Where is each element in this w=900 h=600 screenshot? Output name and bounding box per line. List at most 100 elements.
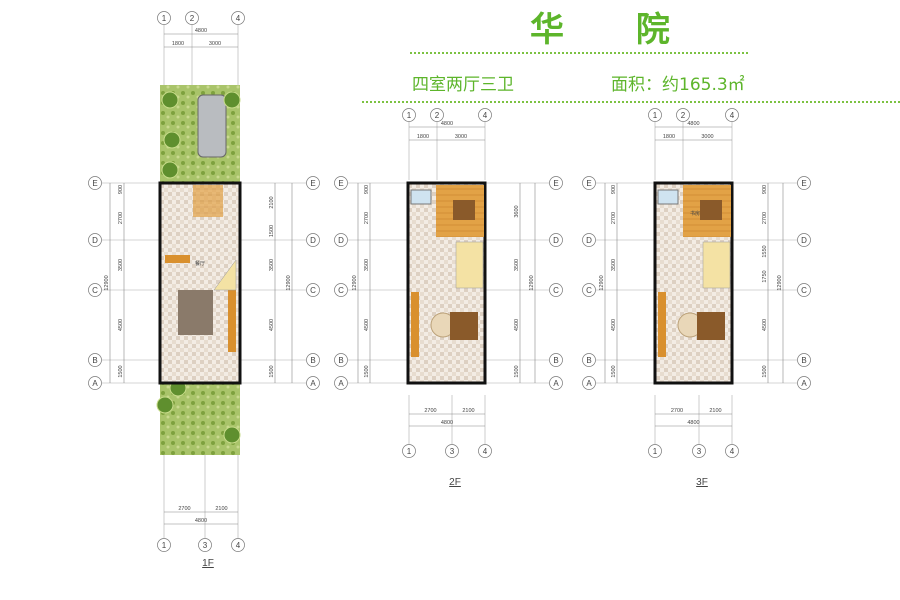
right-dimension: 4500 <box>514 319 520 331</box>
dining-table <box>165 255 190 263</box>
axis-label: D <box>338 236 344 245</box>
column-axis-3: 3 <box>445 444 459 458</box>
staircase <box>213 259 237 291</box>
axis-bubble <box>306 233 320 247</box>
row-axis-left-B: B <box>582 353 596 367</box>
axis-bubble <box>648 444 662 458</box>
column-axis-1: 1 <box>648 444 662 458</box>
axis-label: A <box>801 379 807 388</box>
axis-bubble <box>334 283 348 297</box>
axis-bubble <box>797 176 811 190</box>
shrub-icon <box>223 91 241 109</box>
axis-label: 1 <box>162 541 167 550</box>
right-dimension: 1500 <box>269 225 275 237</box>
axis-bubble <box>88 176 102 190</box>
axis-label: E <box>801 179 806 188</box>
bottom-dimension: 2700 <box>671 408 683 414</box>
axis-label: B <box>801 356 806 365</box>
top-dimension: 1800 <box>417 134 429 140</box>
axis-bubble <box>157 538 171 552</box>
top-total-dimension: 4800 <box>441 121 453 127</box>
axis-label: 2 <box>681 111 686 120</box>
left-dimension: 1500 <box>611 365 617 377</box>
axis-bubble <box>725 444 739 458</box>
row-axis-left-D: D <box>88 233 102 247</box>
bed-icon <box>450 312 478 340</box>
left-dimension: 4500 <box>611 319 617 331</box>
top-dimension: 3000 <box>701 134 713 140</box>
axis-label: 4 <box>236 541 241 550</box>
bathtub-icon <box>657 189 679 205</box>
row-axis-left-B: B <box>334 353 348 367</box>
axis-bubble <box>430 108 444 122</box>
left-dimension: 2700 <box>118 212 124 224</box>
axis-label: C <box>553 286 559 295</box>
right-dimension: 1500 <box>514 365 520 377</box>
axis-bubble <box>478 108 492 122</box>
column-axis-4: 4 <box>478 108 492 122</box>
bottom-dimension: 2700 <box>424 408 436 414</box>
shrub-icon <box>163 131 181 149</box>
axis-bubble <box>797 283 811 297</box>
axis-label: 4 <box>483 111 488 120</box>
axis-bubble <box>88 233 102 247</box>
axis-bubble <box>582 176 596 190</box>
shrub-icon <box>223 426 241 444</box>
left-dimension: 1500 <box>364 365 370 377</box>
axis-label: D <box>92 236 98 245</box>
axis-bubble <box>88 353 102 367</box>
left-total-dimension: 12900 <box>352 275 358 290</box>
axis-bubble <box>797 353 811 367</box>
axis-label: A <box>553 379 559 388</box>
axis-label: C <box>310 286 316 295</box>
right-dimension: 1500 <box>269 365 275 377</box>
column-axis-4: 4 <box>231 538 245 552</box>
axis-label: 4 <box>730 111 735 120</box>
top-dimension: 1800 <box>172 41 184 47</box>
column-axis-4: 4 <box>725 108 739 122</box>
row-axis-left-E: E <box>88 176 102 190</box>
axis-bubble <box>478 444 492 458</box>
row-axis-right-B: B <box>549 353 563 367</box>
column-axis-2: 2 <box>430 108 444 122</box>
staircase <box>702 241 731 289</box>
left-dimension: 3500 <box>364 259 370 271</box>
top-dimension: 3000 <box>455 134 467 140</box>
axis-bubble <box>549 353 563 367</box>
divider-top <box>410 52 748 54</box>
row-axis-right-B: B <box>306 353 320 367</box>
top-dimension: 1800 <box>663 134 675 140</box>
room-label: 书房 <box>690 210 700 217</box>
axis-label: C <box>586 286 592 295</box>
axis-bubble <box>334 353 348 367</box>
axis-bubble <box>334 176 348 190</box>
axis-label: A <box>310 379 316 388</box>
row-axis-right-C: C <box>549 283 563 297</box>
axis-label: E <box>586 179 591 188</box>
column-axis-3: 3 <box>692 444 706 458</box>
wardrobe <box>658 292 666 357</box>
axis-bubble <box>88 283 102 297</box>
row-axis-right-C: C <box>306 283 320 297</box>
axis-bubble <box>549 233 563 247</box>
column-axis-1: 1 <box>402 444 416 458</box>
row-axis-right-A: A <box>306 376 320 390</box>
right-dimension: 4500 <box>269 319 275 331</box>
bottom-dimension: 2100 <box>462 408 474 414</box>
left-total-dimension: 12900 <box>599 275 605 290</box>
axis-label: 1 <box>162 14 167 23</box>
row-axis-left-E: E <box>334 176 348 190</box>
bathtub-icon <box>410 189 432 205</box>
axis-label: E <box>338 179 343 188</box>
axis-bubble <box>306 376 320 390</box>
axis-bubble <box>582 376 596 390</box>
row-axis-left-C: C <box>582 283 596 297</box>
row-axis-right-D: D <box>797 233 811 247</box>
row-axis-right-E: E <box>549 176 563 190</box>
axis-label: E <box>553 179 558 188</box>
bottom-total-dimension: 4800 <box>441 420 453 426</box>
axis-label: 3 <box>450 447 455 456</box>
left-dimension: 3500 <box>611 259 617 271</box>
axis-bubble <box>549 283 563 297</box>
